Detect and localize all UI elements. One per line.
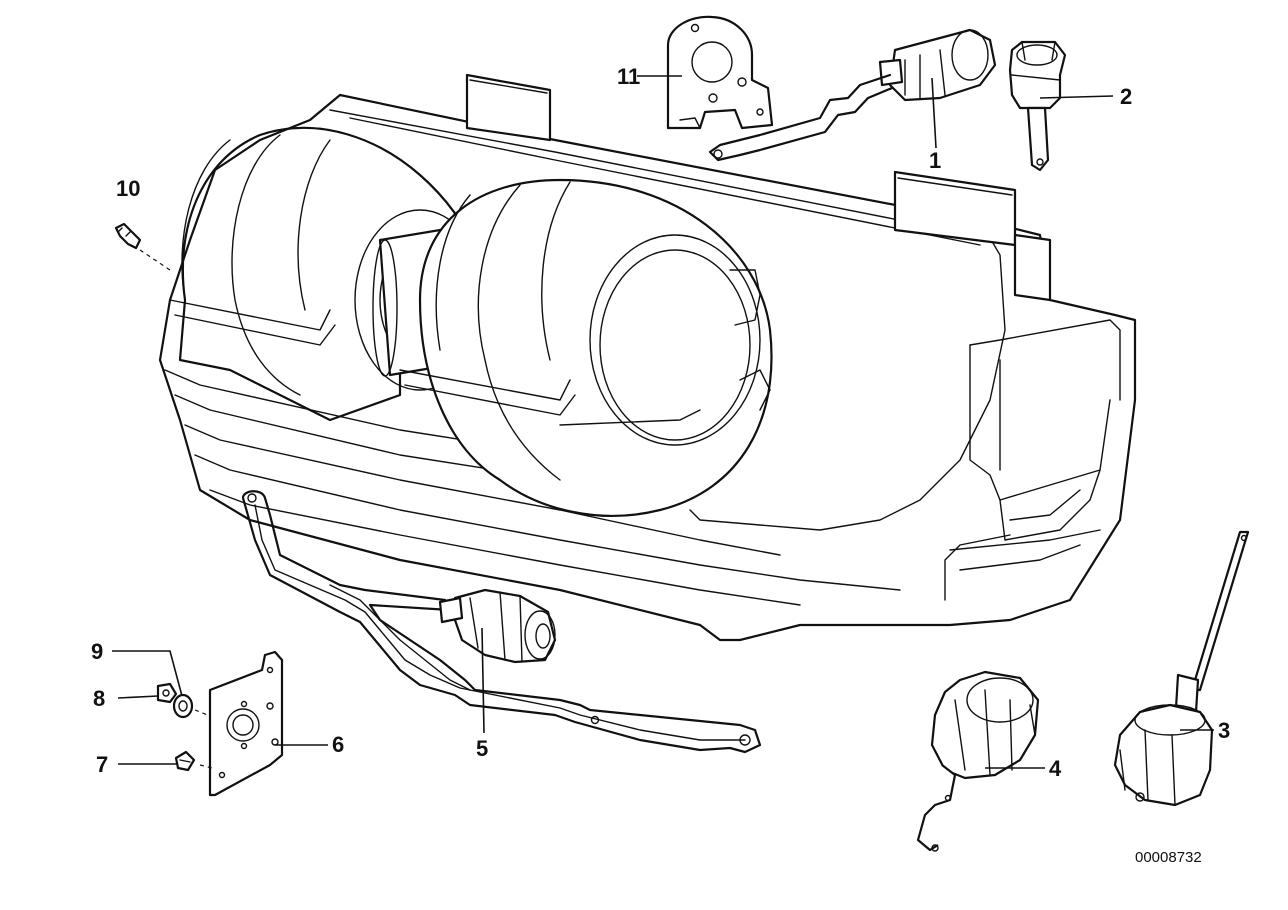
part-4-actuator [916,670,1040,852]
part-2-actuator [1008,40,1067,172]
reference-number: 00008732 [1135,849,1202,866]
callout-1: 1 [929,148,941,173]
callout-2: 2 [1120,84,1132,109]
leader-9 [112,650,183,697]
callout-7: 7 [96,752,108,777]
right-blower-wheel [399,178,773,517]
callout-3: 3 [1218,718,1230,743]
callout-6: 6 [332,732,344,757]
part-5-actuator-linkage [241,490,762,754]
callout-11: 11 [617,64,640,89]
part-3-actuator [1113,530,1250,807]
leader-2 [1039,95,1114,99]
callout-4: 4 [1049,756,1062,781]
callout-10: 10 [116,176,140,201]
part-8-nut [156,682,178,704]
part-10-bolt [114,222,171,271]
leader-5 [481,627,485,734]
callout-5: 5 [476,736,488,761]
callout-9: 9 [91,639,103,664]
part-11-bracket [666,15,774,130]
part-6-plate [194,650,284,797]
leader-lines [112,75,1214,769]
callout-labels: 1 2 3 4 5 6 7 8 9 10 11 [91,64,1230,781]
part-9-washer [172,693,194,719]
leader-1 [931,77,937,149]
blower-housing [158,73,1137,642]
part-7-screw [174,750,196,772]
callout-8: 8 [93,686,105,711]
leader-8 [117,695,159,699]
part-1-actuator [708,28,997,162]
